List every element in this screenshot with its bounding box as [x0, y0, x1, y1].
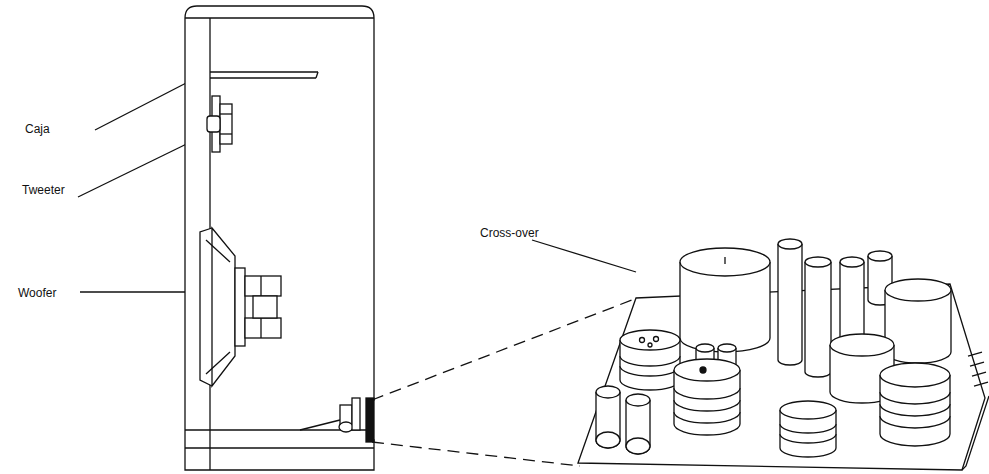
cabinet	[185, 6, 374, 470]
part-label: Tweeter	[22, 183, 65, 197]
crossover-mounted	[300, 398, 374, 442]
components	[596, 239, 951, 457]
terminals	[968, 352, 988, 386]
part-label: Woofer	[18, 286, 56, 300]
woofer	[200, 228, 281, 386]
part-label: Cross-over	[480, 226, 539, 240]
tweeter	[207, 96, 232, 152]
part-label: Caja	[25, 122, 50, 136]
